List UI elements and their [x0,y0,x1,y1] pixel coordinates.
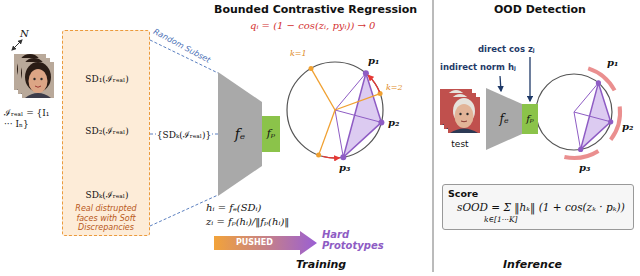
prototype-label: p₂ [622,121,633,132]
prototype-label: p₁ [368,55,379,66]
face-sample: SD₁(ℐᵣₑₐₗ) [71,35,143,85]
sample-label: SDₖ(ℐᵣₑₐₗ) [71,189,143,201]
count-symbol: N [20,28,29,39]
sum-index: k∈[1···K] [484,215,517,225]
encoder-label: fₑ [218,125,262,143]
score-box: ScoresOOD = Σ ‖hₖ‖ (1 + cos(zₖ · pₖ))k∈[… [442,184,634,230]
face-sample: SDₖ(ℐᵣₑₐₗ) [71,151,143,201]
direct-arrow [529,57,530,101]
panel-name: Inference [503,258,562,271]
hypersphere-test [536,68,620,158]
prototype-caption: Hard Prototypes [322,229,390,251]
score-formula: sOOD = Σ ‖hₖ‖ (1 + cos(zₖ · pₖ)) [457,200,625,214]
hypersphere-train [287,62,384,160]
loss-formula: qᵢ = (1 − cos(zᵢ, pyᵢ)) → 0 [250,20,375,31]
panel-title: OOD Detection [494,3,586,16]
test-label: test [436,138,484,150]
sample-group-box: Real distrupted faces with Soft Discrepa… [62,30,150,236]
panel-divider [433,0,434,272]
prototype-label: p₃ [339,162,350,173]
node-outline [218,72,262,196]
panel-name: Training [296,258,346,271]
encoder-trapezoid: fₑ [218,72,262,196]
projector-box: fₚ [262,116,280,152]
sample-label: SD₂(ℐᵣₑₐₗ) [71,125,143,137]
prototype-label: p₂ [388,117,399,128]
score-term: indirect norm hⱼ [440,62,516,72]
connector-label: {SDₖ(ℐᵣₑₐₗ)} [156,128,212,141]
encoder-label: fₑ [486,111,522,127]
class-index: k=2 [386,83,403,92]
indirect-arrow [500,76,501,91]
count-arrow [12,40,22,50]
prototype-label: p₁ [607,57,618,68]
feature-formula: hᵢ = fₑ(SDᵢ) [206,202,261,213]
projector-box: fₚ [522,104,538,134]
panel-title: Bounded Contrastive Regression [214,3,417,16]
test-face: test [436,90,484,150]
set-formula: ℐᵣₑₐₗ = {I₁ ··· Iₙ} [4,106,60,129]
encoder-trapezoid: fₑ [486,88,522,150]
pushed-arrow [214,231,317,255]
group-caption: Real distrupted faces with Soft Discrepa… [66,204,146,232]
embedding-formula: zᵢ = fₚ(hᵢ)/‖fₚ(hᵢ)‖ [206,216,289,227]
prototype-label: p₃ [579,162,590,173]
score-heading: Score [448,188,478,200]
projector-label: fₚ [262,126,280,142]
test-face-stack [440,89,480,133]
pushed-label: PUSHED [236,238,273,247]
sample-label: SD₁(ℐᵣₑₐₗ) [71,73,143,85]
projector-label: fₚ [522,112,538,126]
node-outline [486,88,522,150]
subset-label: Random Subset [152,27,212,65]
real-face-stack [14,54,54,98]
face-sample: SD₂(ℐᵣₑₐₗ) [71,87,143,137]
class-index: k=1 [290,49,307,58]
score-term: direct cos zⱼ [478,44,535,54]
